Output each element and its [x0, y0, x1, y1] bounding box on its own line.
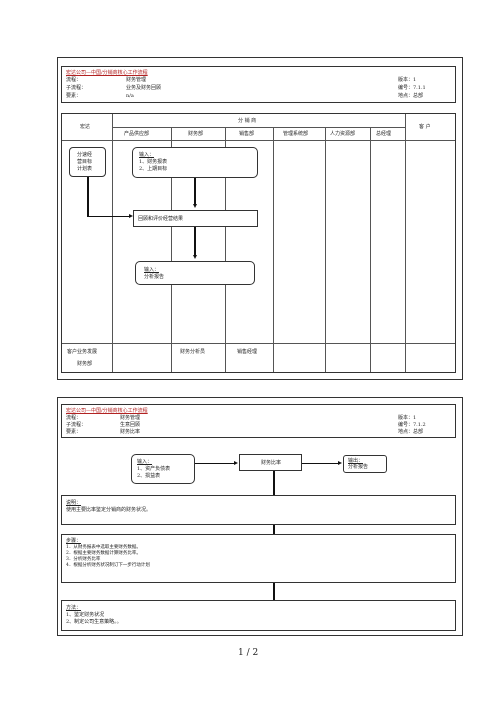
col-hr: 人力资源部 [330, 131, 356, 137]
footer-sales-mgr: 销售经理 [237, 349, 258, 355]
doc-title-2: 宏达公司—中国/分销商核心工作流程 [66, 408, 148, 414]
goal-plan-box: 分速经 营目标 计划表 [69, 147, 106, 177]
method-1: 1、鉴定财务状况 [66, 612, 105, 618]
step-3: 3．分析财务比率 [66, 557, 101, 562]
version-text: 版本：1 [398, 77, 417, 83]
doc-title: 宏达公司—中国/分销商核心工作流程 [66, 70, 148, 76]
step-2: 2．根据主要财务数据计算财务比率。 [66, 551, 141, 556]
description-text: 使用主要比率鉴定分销商的财务状况。 [66, 507, 152, 513]
col-product-supply: 产品供应部 [124, 131, 150, 137]
steps-title: 步骤： [66, 538, 82, 544]
review-results-box: 回顾和评价经营结果 [133, 210, 258, 227]
col-group-distributor: 分 销 商 [238, 118, 257, 124]
p2-ratio-box: 财务比率 [239, 454, 302, 471]
col-gm: 总经理 [376, 131, 392, 137]
step-4: 4．根据分析财务状况制订下一步行动计划 [66, 563, 150, 568]
col-hongda: 宏达 [80, 124, 91, 130]
header-box-2: 宏达公司—中国/分销商核心工作流程 流程： 财务管理 子流程： 生意回顾 要素：… [61, 404, 456, 438]
subprocess-label: 子流程： [66, 85, 87, 91]
page-number: 1 / 2 [238, 648, 259, 658]
footer-customer-dev: 客户业务发展 [67, 349, 98, 355]
footer-analyst: 财务分析员 [180, 349, 206, 355]
process-value: 财务管理 [126, 77, 147, 83]
process-sheet-2 [57, 397, 463, 636]
footer-finance: 财务部 [77, 361, 93, 367]
swimlane-table: 宏达 分 销 商 客 户 产品供应部 财务部 销售部 管理系统部 人力资源部 总… [61, 113, 456, 373]
footer-row-top [62, 343, 455, 344]
header-row-bottom [62, 140, 455, 141]
description-box: 说明： 使用主要比率鉴定分销商的财务状况。 [61, 495, 456, 525]
col-customer: 客 户 [419, 124, 431, 130]
element-value: n/a [126, 93, 134, 99]
process-sheet-1 [57, 57, 463, 380]
input-financial-box: 输入： 1、财务报表 2、上期目标 [132, 147, 258, 178]
process-label: 流程： [66, 77, 82, 83]
col-sales: 销售部 [239, 131, 255, 137]
description-title: 说明： [66, 500, 82, 506]
number-text: 编号：7.1.1 [398, 85, 426, 91]
analysis-report-box: 输入： 分析报告 [135, 261, 255, 285]
step-1: 1．从财务报表中选取主要财务数据。 [66, 545, 141, 550]
p2-input-box: 输入： 1、资产负债表 2、损益表 [131, 454, 195, 484]
p2-output-box: 输出： 分析报告 [343, 455, 387, 473]
subprocess-value: 业务及财务回顾 [126, 85, 162, 91]
method-2: 2、制定公司生意策略。。 [66, 619, 122, 625]
method-box: 方法： 1、鉴定财务状况 2、制定公司生意策略。。 [61, 600, 456, 631]
steps-box: 步骤： 1．从财务报表中选取主要财务数据。 2．根据主要财务数据计算财务比率。 … [61, 534, 456, 583]
header-box-1: 宏达公司—中国/分销商核心工作流程 流程： 财务管理 子流程： 业务及财务回顾 … [61, 66, 456, 103]
location-text: 地点：总部 [398, 93, 424, 99]
method-title: 方法： [66, 605, 82, 611]
element-label: 要素： [66, 93, 82, 99]
col-mgmt-systems: 管理系统部 [283, 131, 309, 137]
col-finance: 财务部 [188, 131, 204, 137]
